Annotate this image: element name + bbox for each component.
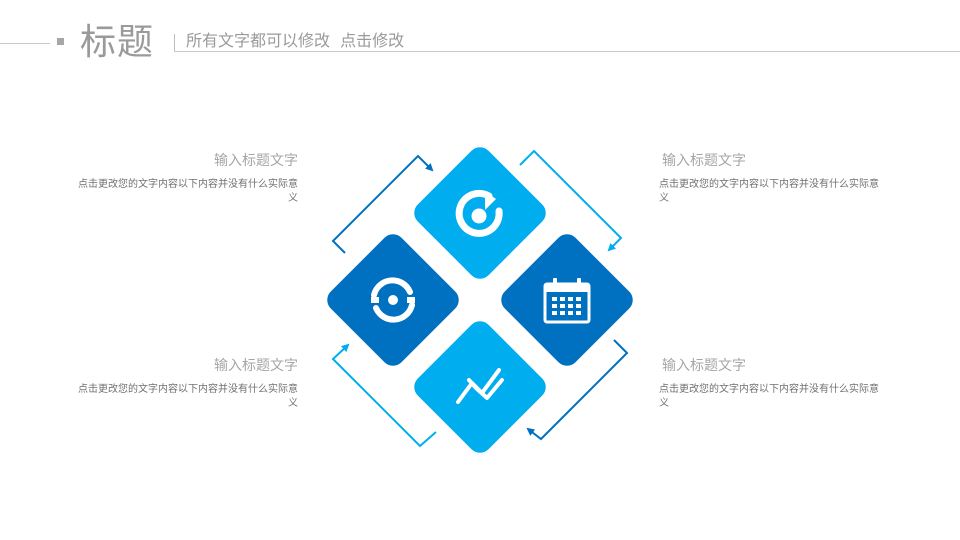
- block-title: 输入标题文字: [214, 358, 298, 374]
- title-separator: [174, 34, 175, 51]
- block-description: 点击更改您的文字内容以下内容并没有什么实际意义: [78, 179, 298, 204]
- header-left-rule: [0, 43, 50, 44]
- sync-arrows-icon: [371, 277, 415, 323]
- arrow-bottom-right: [526, 339, 629, 441]
- diamond-right: [501, 234, 633, 366]
- page-subtitle: 所有文字都可以修改 点击修改: [186, 31, 405, 50]
- arrow-top-left: [331, 154, 434, 254]
- block-title: 输入标题文字: [214, 153, 298, 169]
- page-title: 标题: [80, 22, 155, 63]
- arrow-bottom-left: [331, 343, 437, 448]
- header-underline: [174, 51, 960, 52]
- trend-line-icon: [456, 368, 504, 404]
- calendar-icon: [543, 278, 591, 324]
- diamond-left: [327, 234, 459, 366]
- diamond-top: [414, 147, 546, 279]
- arrow-top-right: [519, 149, 623, 252]
- block-title: 输入标题文字: [662, 153, 746, 169]
- diamond-bottom: [414, 321, 546, 453]
- block-title: 输入标题文字: [662, 358, 746, 374]
- block-description: 点击更改您的文字内容以下内容并没有什么实际意义: [659, 384, 879, 409]
- block-description: 点击更改您的文字内容以下内容并没有什么实际意义: [78, 384, 298, 409]
- music-note-icon: [455, 189, 503, 237]
- block-description: 点击更改您的文字内容以下内容并没有什么实际意义: [659, 179, 879, 204]
- header-bullet: [57, 38, 64, 45]
